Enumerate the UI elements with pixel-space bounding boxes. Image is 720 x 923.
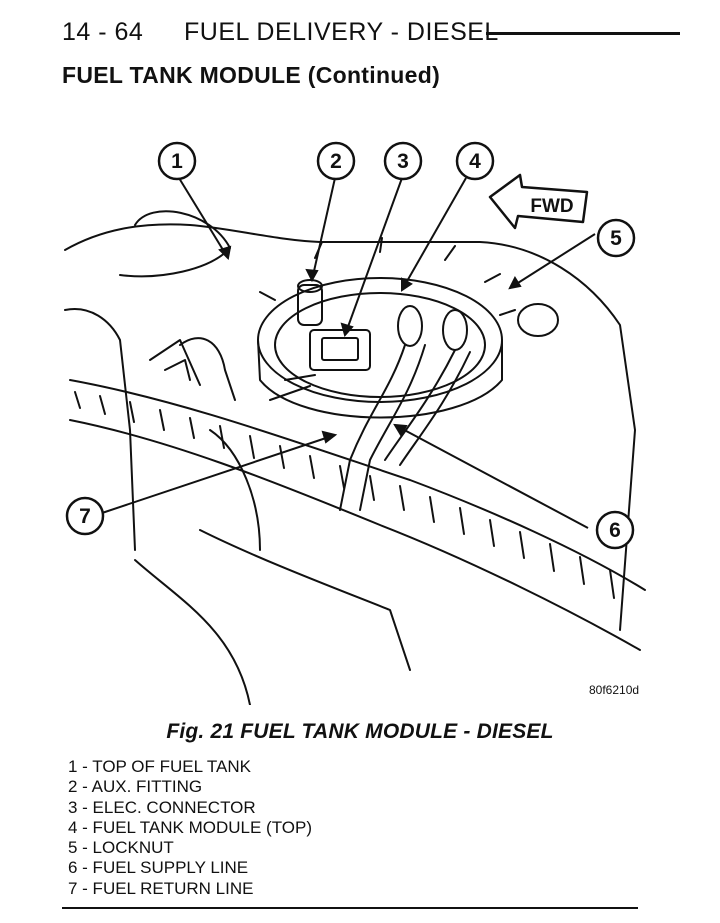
svg-text:3: 3 [397, 150, 409, 173]
callout-4: 4 [455, 141, 495, 181]
svg-text:1: 1 [171, 150, 183, 173]
legend-item: 1 - TOP OF FUEL TANK [68, 757, 251, 776]
callout-2: 2 [316, 141, 356, 181]
callout-6: 6 [595, 510, 635, 550]
svg-text:7: 7 [79, 505, 91, 528]
legend-item: 2 - AUX. FITTING [68, 777, 203, 797]
figure-id: 80f6210d [589, 683, 640, 697]
page-header: 14 - 64 FUEL DELIVERY - DIESEL [62, 14, 680, 54]
legend-item: 5 - LOCKNUT [68, 838, 174, 858]
svg-text:6: 6 [609, 519, 621, 542]
callout-7: 7 [65, 496, 105, 536]
header-rule [486, 32, 680, 35]
fuel-tank-module-illustration: FWD 1 2 [60, 130, 660, 705]
figure-caption: Fig. 21 FUEL TANK MODULE - DIESEL [166, 720, 554, 743]
forward-label: FWD [530, 196, 573, 217]
forward-direction-arrow: FWD [488, 173, 589, 230]
svg-text:5: 5 [610, 227, 622, 250]
legend-item: 4 - FUEL TANK MODULE (TOP) [68, 817, 313, 837]
legend-item: 6 - FUEL SUPPLY LINE [68, 858, 249, 878]
legend-item: 3 - ELEC. CONNECTOR [68, 797, 256, 817]
section-title: FUEL DELIVERY - DIESEL [184, 18, 499, 46]
page-subtitle: FUEL TANK MODULE (Continued) [62, 62, 441, 88]
svg-text:4: 4 [469, 150, 481, 173]
figure-legend: 1 - TOP OF FUEL TANK 2 - AUX. FITTING 3 … [68, 757, 312, 899]
callout-3: 3 [383, 141, 423, 181]
callout-5: 5 [596, 218, 636, 258]
svg-text:2: 2 [330, 150, 342, 173]
legend-item: 7 - FUEL RETURN LINE [68, 878, 254, 898]
callout-1: 1 [157, 141, 197, 181]
bottom-rule [62, 907, 638, 909]
page-number: 14 - 64 [62, 18, 144, 46]
